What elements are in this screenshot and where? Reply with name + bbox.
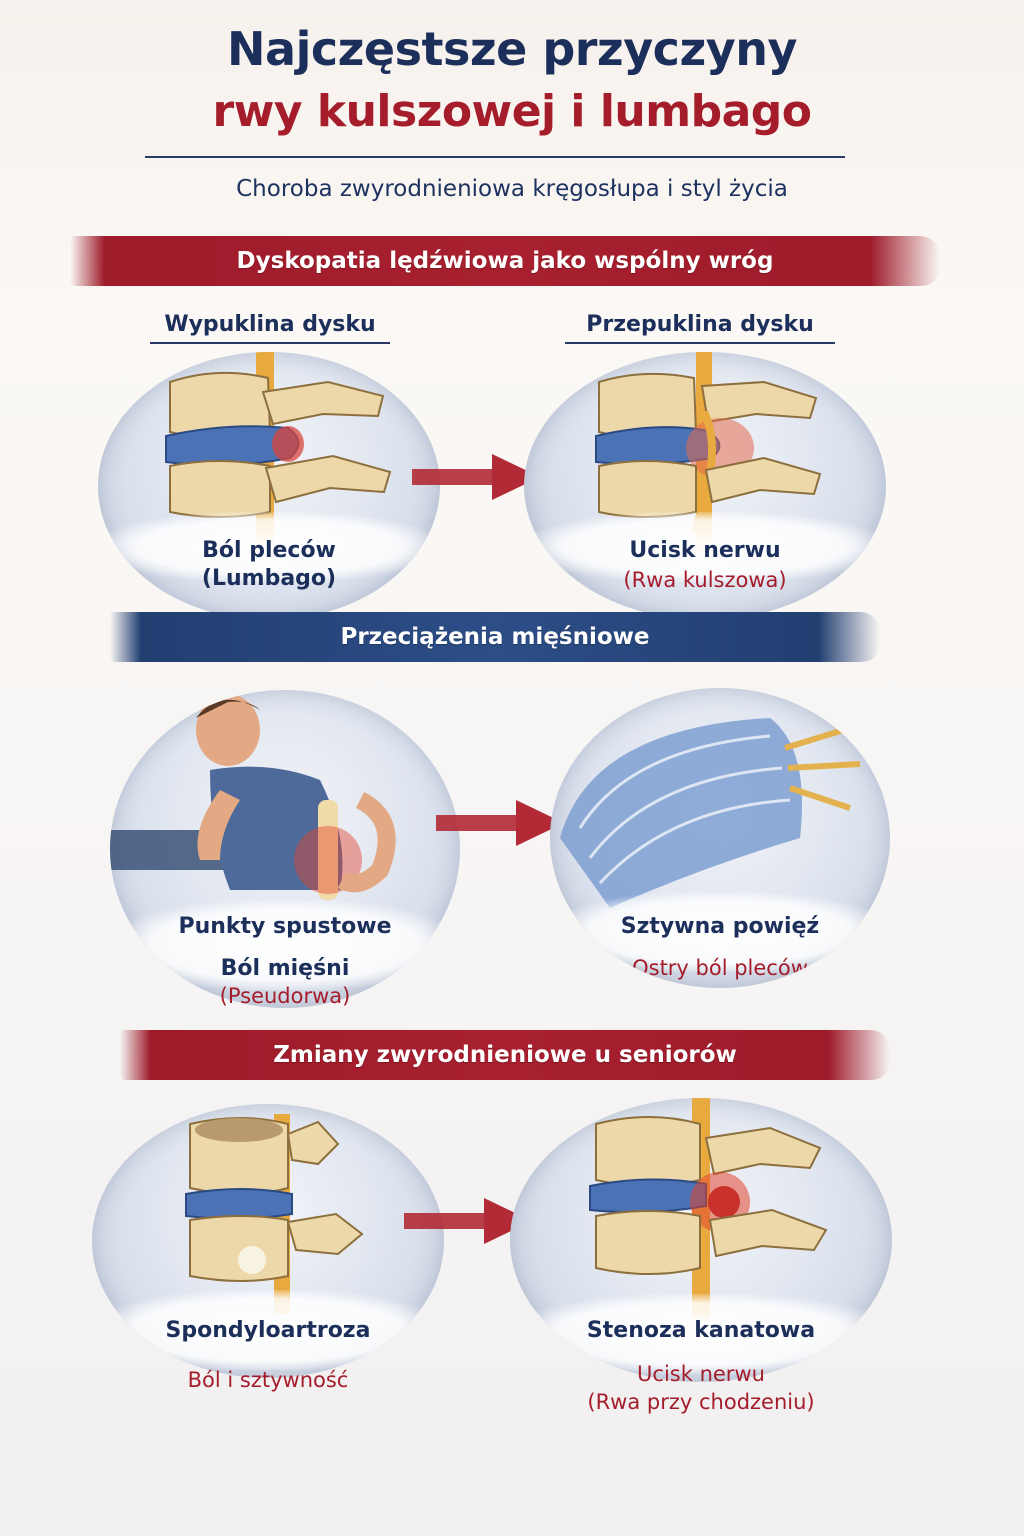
page-title-line1: Najczęstsze przyczyny xyxy=(227,22,797,76)
section1-right-heading: Przepuklina dysku xyxy=(586,312,814,337)
section3-right-label3: (Rwa przy chodzeniu) xyxy=(587,1390,815,1414)
arrow-right-icon xyxy=(412,452,542,502)
section1-banner-text: Dyskopatia lędźwiowa jako wspólny wróg xyxy=(236,248,774,274)
section2-banner: Przeciążenia mięśniowe xyxy=(110,612,880,662)
spinal-stenosis-illustration: Stenoza kanatowa xyxy=(510,1098,892,1382)
section1-banner: Dyskopatia lędźwiowa jako wspólny wróg xyxy=(70,236,940,286)
section3-right-label2: Ucisk nerwu xyxy=(637,1362,765,1386)
section2-left-label3: (Pseudorwa) xyxy=(219,984,351,1008)
man-back-pain-illustration: Punkty spustowe xyxy=(110,690,460,1008)
section3-left-label1: Spondyloartroza xyxy=(165,1318,371,1343)
section3-banner: Zmiany zwyrodnieniowe u seniorów xyxy=(120,1030,890,1080)
section1-left-label2: (Lumbago) xyxy=(201,566,337,591)
section1-right-label1: Ucisk nerwu xyxy=(629,538,781,563)
section1-left-heading-rule xyxy=(150,342,390,344)
brush-stroke xyxy=(524,512,886,582)
section1-right-heading-rule xyxy=(565,342,835,344)
brush-stroke xyxy=(110,900,460,990)
section2-left-label1: Punkty spustowe xyxy=(178,914,392,939)
section1-left-heading: Wypuklina dysku xyxy=(164,312,376,337)
section2-right-label2: Ostry ból pleców xyxy=(632,956,808,980)
spondyloarthrosis-illustration: Spondyloartroza xyxy=(92,1104,444,1378)
brush-stroke xyxy=(92,1290,444,1370)
section2-banner-text: Przeciążenia mięśniowe xyxy=(340,624,650,650)
title-divider xyxy=(145,156,845,158)
spine-disc-bulge-illustration: Ból pleców (Lumbago) xyxy=(98,352,440,620)
section1-left-label1: Ból pleców xyxy=(202,538,336,563)
page-subtitle: Choroba zwyrodnieniowa kręgosłupa i styl… xyxy=(236,176,788,202)
brush-stroke xyxy=(98,512,440,582)
arrow-right-icon xyxy=(436,798,566,848)
brush-stroke xyxy=(550,892,890,972)
spine-disc-herniation-illustration: Ucisk nerwu (Rwa kulszowa) xyxy=(524,352,886,620)
brush-stroke xyxy=(510,1294,892,1374)
arrow-right-icon xyxy=(404,1196,534,1246)
section2-right-label1: Sztywna powięź xyxy=(620,914,820,939)
section3-left-label2: Ból i sztywność xyxy=(187,1368,349,1392)
section3-banner-text: Zmiany zwyrodnieniowe u seniorów xyxy=(273,1042,737,1068)
section2-left-label2: Ból mięśni xyxy=(220,956,350,981)
section3-right-label1: Stenoza kanatowa xyxy=(586,1318,816,1343)
muscle-fascia-illustration: Sztywna powięź Ostry ból pleców xyxy=(550,688,890,988)
section1-right-label2: (Rwa kulszowa) xyxy=(623,568,787,592)
page-title-line2: rwy kulszowej i lumbago xyxy=(212,86,813,137)
